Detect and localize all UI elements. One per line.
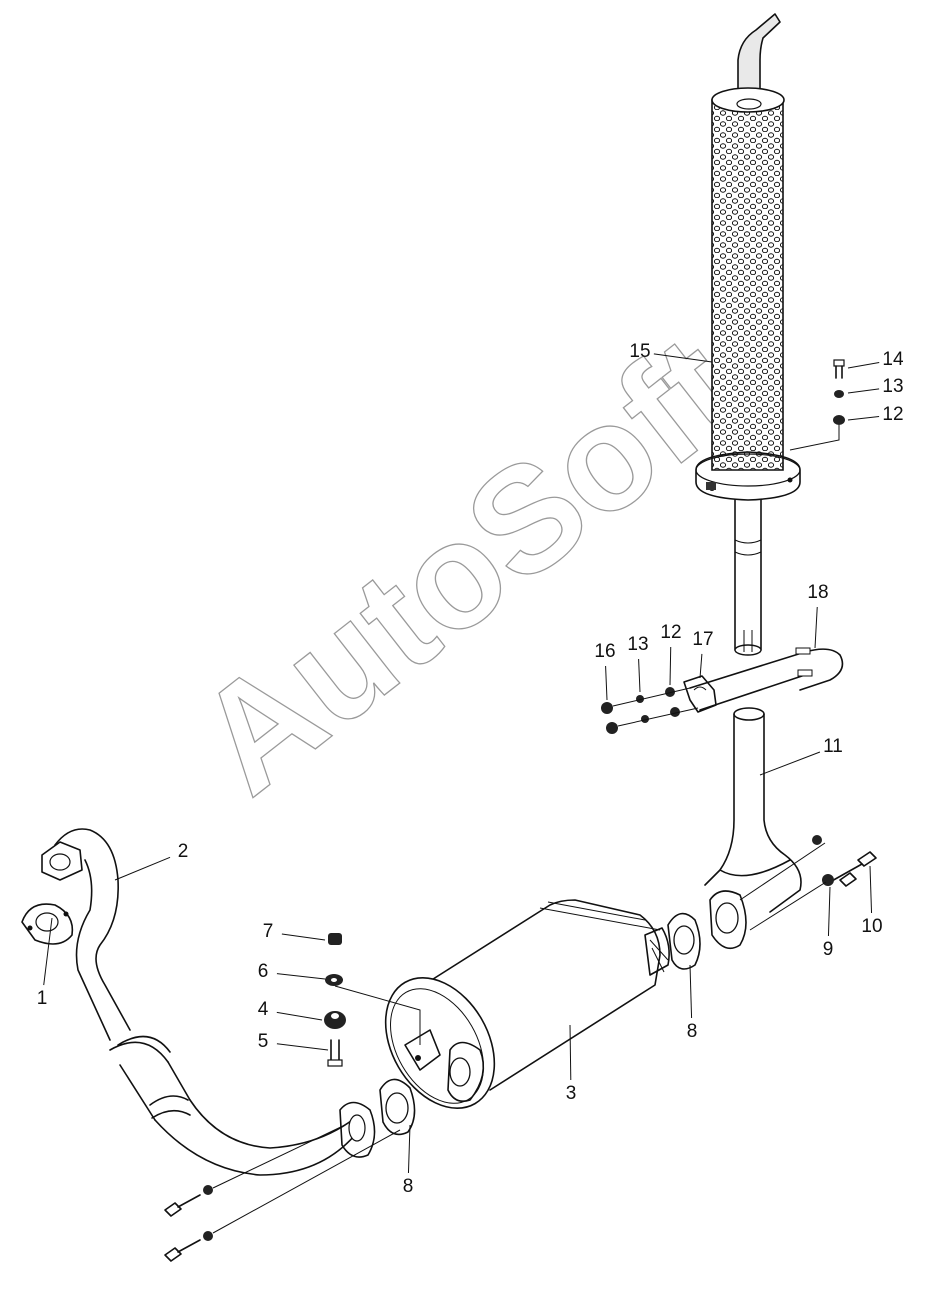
bolt-14 (833, 359, 845, 379)
washer-9 (812, 835, 834, 886)
callout-c8a: 8 (687, 1021, 698, 1042)
intermediate-pipe-11 (704, 707, 802, 913)
washer-12-top (833, 415, 845, 425)
gasket-8-left (379, 1078, 416, 1136)
gasket-1 (21, 903, 74, 945)
vertical-muffler-15 (695, 13, 801, 656)
leader-line-c10 (869, 865, 873, 914)
callout-c5: 5 (258, 1031, 269, 1052)
leader-line-c17 (699, 653, 703, 679)
watermark-text: AutoSoft (166, 303, 768, 825)
leader-line-c12b (669, 646, 672, 686)
callout-c6: 6 (258, 961, 269, 982)
callout-c8b: 8 (403, 1176, 414, 1197)
callout-c12a: 12 (882, 404, 903, 425)
callout-c10: 10 (861, 916, 882, 937)
callout-c13a: 13 (882, 376, 903, 397)
nut-7 (328, 933, 342, 945)
washer-13-top (834, 390, 844, 398)
leader-line-c6 (276, 973, 326, 980)
clamp-17 (683, 675, 717, 713)
callout-c17: 17 (692, 629, 713, 650)
gasket-8-right (667, 912, 701, 970)
leader-line-c8a (689, 964, 693, 1019)
callout-c18: 18 (807, 582, 828, 603)
callout-c9: 9 (823, 939, 834, 960)
callout-labels: 15 14 13 12 18 17 12 13 16 11 2 1 10 9 7 6 4 5 8 3 8 (37, 341, 904, 1197)
leader-line-c3 (569, 1024, 572, 1081)
callout-c16: 16 (594, 641, 615, 662)
leader-line-c8b (407, 1124, 411, 1174)
main-muffler-3 (384, 899, 670, 1109)
leader-line-c12a (847, 416, 880, 421)
leader-line-c1 (43, 917, 53, 986)
leader-line-c4 (276, 1011, 323, 1021)
bolt-5 (327, 1039, 343, 1067)
callout-c3: 3 (566, 1083, 577, 1104)
callout-c7: 7 (263, 921, 274, 942)
callout-c13b: 13 (627, 634, 648, 655)
leader-line-c2 (114, 856, 171, 881)
leader-line-c14 (847, 361, 880, 369)
front-pipe-2 (41, 828, 376, 1176)
clamp-fasteners (601, 687, 699, 734)
callout-c15: 15 (629, 341, 650, 362)
leader-line-c5 (276, 1043, 329, 1051)
leader-line-c16 (605, 665, 608, 701)
leader-line-c13b (638, 658, 641, 693)
callout-c4: 4 (258, 999, 269, 1020)
leader-line-c11 (759, 751, 821, 776)
leader-line-c15 (653, 353, 713, 363)
callout-c11: 11 (823, 736, 843, 757)
callout-c1: 1 (37, 988, 48, 1009)
callout-c14: 14 (882, 349, 904, 370)
rubber-mount-4 (324, 1011, 346, 1029)
bolt-10 (829, 851, 877, 887)
flange-11-outlet (709, 890, 747, 950)
callout-c12b: 12 (660, 622, 681, 643)
callout-c2: 2 (178, 841, 189, 862)
leader-line-c18 (814, 606, 818, 649)
washer-6 (325, 974, 343, 986)
leader-line-c9 (827, 886, 831, 937)
leader-line-c7 (281, 933, 326, 941)
u-bolt-18 (689, 647, 844, 711)
leader-line-c13a (847, 388, 880, 394)
bottom-bolts (164, 1124, 401, 1262)
